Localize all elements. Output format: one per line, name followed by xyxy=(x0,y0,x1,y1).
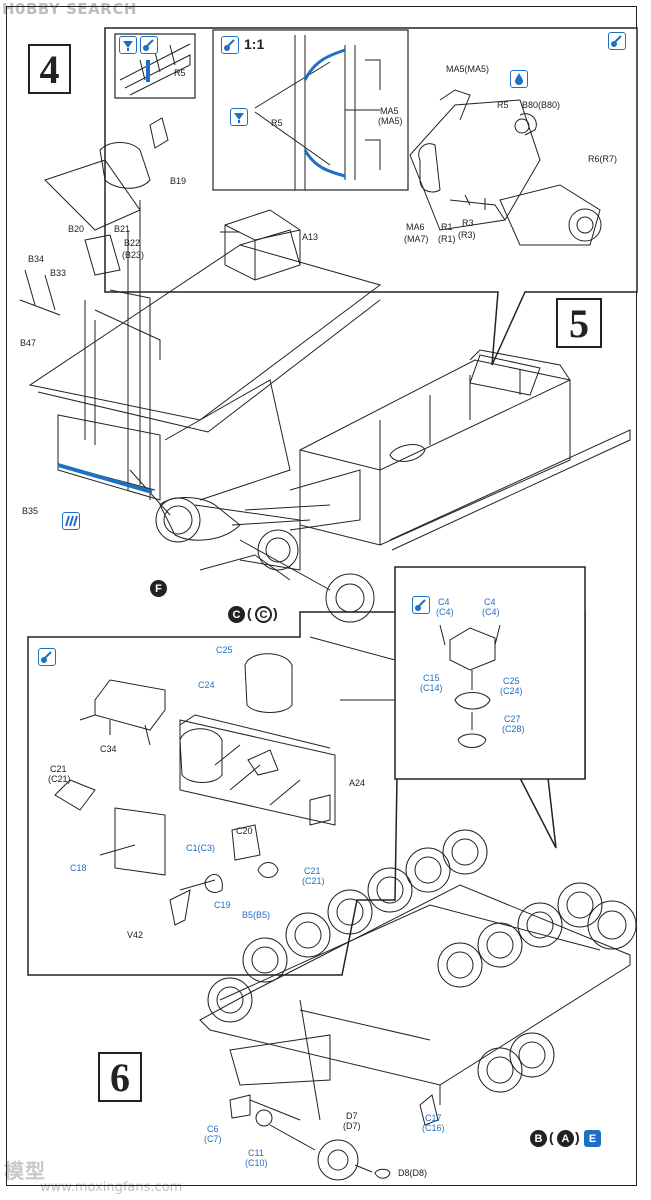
label-c4-left: C4 xyxy=(438,597,450,607)
watermark-top: H0BBY SEARCH xyxy=(2,0,137,18)
label-d7p: (D7) xyxy=(343,1121,361,1131)
label-c11: C11 xyxy=(248,1148,264,1158)
label-b47: B47 xyxy=(20,338,37,348)
label-b33: B33 xyxy=(50,268,67,278)
step-number-4: 4 xyxy=(28,44,71,94)
label-b22: B22 xyxy=(124,238,141,248)
label-ma6: MA6 xyxy=(406,222,425,232)
tape-icon xyxy=(62,512,80,530)
label-b5: B5(B5) xyxy=(242,910,271,920)
label-d7: D7 xyxy=(346,1111,358,1121)
step6-sub-box xyxy=(394,566,586,780)
label-c14: (C14) xyxy=(420,683,443,693)
brush-icon-step5 xyxy=(608,32,626,50)
label-c15: C15 xyxy=(423,673,440,683)
label-c18: C18 xyxy=(70,863,87,873)
label-r5-detail: R5 xyxy=(174,68,186,78)
scale-label: 1:1 xyxy=(244,36,265,52)
ref-b: B xyxy=(530,1130,547,1147)
cement-icon xyxy=(119,36,137,54)
watermark-bottom-cn: 模型 xyxy=(4,1159,46,1183)
label-c20: C20 xyxy=(236,826,253,836)
label-c24: C24 xyxy=(198,680,215,690)
label-ma5-scale: MA5 xyxy=(380,106,399,116)
step-number-6: 6 xyxy=(98,1052,142,1102)
label-c17: C17 xyxy=(425,1113,442,1123)
blue-strip-part xyxy=(57,463,153,494)
label-ma5-scale-paren: (MA5) xyxy=(378,116,403,126)
ref-c-2: C xyxy=(255,606,272,623)
label-r5-scale: R5 xyxy=(271,118,283,128)
label-r1p: (R1) xyxy=(438,234,456,244)
label-r1: R1 xyxy=(441,222,453,232)
step5-callout-parts xyxy=(409,89,602,246)
label-v42: V42 xyxy=(127,930,144,940)
label-b21: B21 xyxy=(114,224,131,234)
page-frame xyxy=(6,6,637,1186)
scale-detail-parts xyxy=(254,35,381,190)
label-c34: C34 xyxy=(100,744,117,754)
label-r3: R3 xyxy=(462,218,474,228)
label-c21-right-paren: (C21) xyxy=(302,876,325,886)
label-c19: C19 xyxy=(214,900,231,910)
label-c24-sub: (C24) xyxy=(500,686,523,696)
step6-sub-parts xyxy=(439,624,501,748)
label-c4-left-paren: (C4) xyxy=(436,607,454,617)
label-b35: B35 xyxy=(22,506,39,516)
paren-open-c: ( xyxy=(247,605,252,621)
r5-detail-parts xyxy=(119,43,191,96)
label-a13: A13 xyxy=(302,232,319,242)
label-b34: B34 xyxy=(28,254,45,264)
brush-icon xyxy=(140,36,158,54)
label-c28: (C28) xyxy=(502,724,525,734)
label-b20: B20 xyxy=(68,224,85,234)
label-ma5-step5: MA5(MA5) xyxy=(446,64,490,74)
paren-open-a: ( xyxy=(549,1129,554,1145)
label-c25-sub: C25 xyxy=(503,676,520,686)
brush-icon-scale xyxy=(221,36,239,54)
label-c21-left: C21 xyxy=(50,764,67,774)
label-c6: C6 xyxy=(207,1124,219,1134)
step-number-5: 5 xyxy=(556,298,602,348)
label-c25: C25 xyxy=(216,645,233,655)
label-b80: B80(B80) xyxy=(522,100,561,110)
ref-c-1: C xyxy=(228,606,245,623)
label-b19: B19 xyxy=(170,176,187,186)
step6-parts xyxy=(54,653,336,926)
label-c4-right: C4 xyxy=(484,597,496,607)
label-b23: (B23) xyxy=(122,250,145,260)
brush-icon-sub xyxy=(412,596,430,614)
label-c1: C1(C3) xyxy=(186,843,216,853)
step6-chassis xyxy=(199,829,637,1181)
ref-f: F xyxy=(150,580,167,597)
label-c27: C27 xyxy=(504,714,521,724)
glue-drop-icon xyxy=(510,70,528,88)
label-c21-left-paren: (C21) xyxy=(48,774,71,784)
label-r5-step5: R5 xyxy=(497,100,509,110)
ref-e: E xyxy=(584,1130,601,1147)
label-c7: (C7) xyxy=(204,1134,222,1144)
paren-close-a: ) xyxy=(575,1129,580,1145)
watermark-bottom-url: www.moxingfans.com xyxy=(40,1180,183,1195)
label-c4-right-paren: (C4) xyxy=(482,607,500,617)
label-c10: (C10) xyxy=(245,1158,268,1168)
label-r6: R6(R7) xyxy=(588,154,618,164)
brush-icon-step6 xyxy=(38,648,56,666)
step5-hull xyxy=(231,349,631,551)
scale-detail-box xyxy=(212,29,409,191)
label-c16: (C16) xyxy=(422,1123,445,1133)
label-c21-right: C21 xyxy=(304,866,321,876)
label-ma7: (MA7) xyxy=(404,234,429,244)
cement-icon-scale xyxy=(230,108,248,126)
label-d8: D8(D8) xyxy=(398,1168,428,1178)
label-a24: A24 xyxy=(349,778,366,788)
ref-a: A xyxy=(557,1130,574,1147)
paren-close-c: ) xyxy=(273,605,278,621)
label-r3p: (R3) xyxy=(458,230,476,240)
r5-detail-box xyxy=(114,33,196,99)
